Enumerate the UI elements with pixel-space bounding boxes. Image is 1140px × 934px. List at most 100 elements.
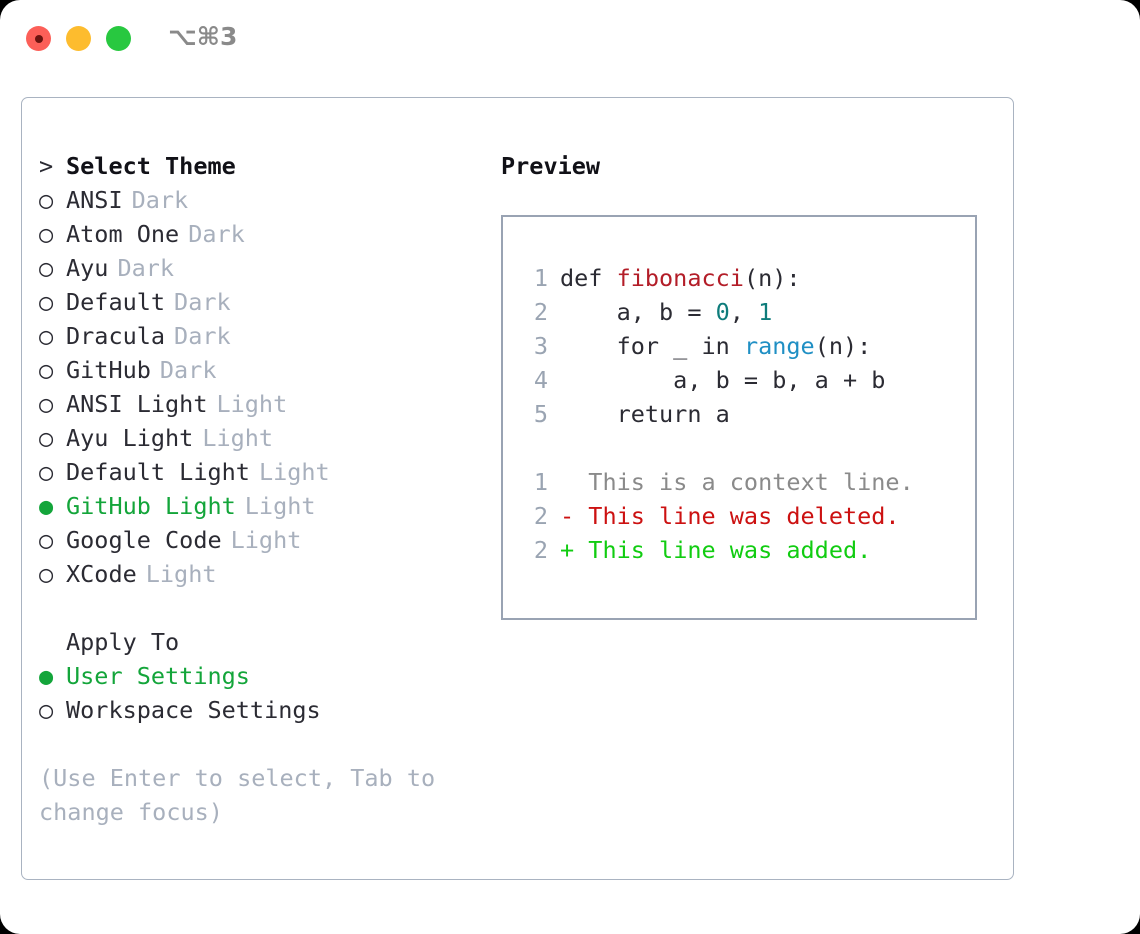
radio-unselected-icon[interactable]: ○ bbox=[39, 424, 54, 452]
code-line-content: def fibonacci(n): bbox=[560, 264, 801, 292]
code-line-number: 4 bbox=[533, 366, 548, 394]
diff-line-added: 2+ This line was added. bbox=[522, 533, 967, 567]
code-line-content: for _ in range(n): bbox=[560, 332, 872, 360]
code-token-num: 0 bbox=[715, 298, 730, 326]
theme-option-label: GitHub bbox=[66, 356, 151, 384]
preview-heading: Preview bbox=[501, 152, 601, 180]
theme-option-row[interactable]: ○ Default Dark bbox=[39, 285, 479, 319]
apply-to-title-row: Apply To bbox=[39, 625, 479, 659]
code-line: 4 a, b = b, a + b bbox=[522, 363, 967, 397]
radio-unselected-icon[interactable]: ○ bbox=[39, 254, 54, 282]
radio-unselected-icon[interactable]: ○ bbox=[39, 186, 54, 214]
apply-to-option-row[interactable]: ○ Workspace Settings bbox=[39, 693, 479, 727]
apply-to-option-label: User Settings bbox=[66, 662, 250, 690]
radio-selected-icon[interactable]: ● bbox=[39, 662, 54, 690]
theme-option-row[interactable]: ○ Google Code Light bbox=[39, 523, 479, 557]
theme-option-label: Dracula bbox=[66, 322, 166, 350]
code-line-content: a, b = b, a + b bbox=[560, 366, 885, 394]
radio-unselected-icon[interactable]: ○ bbox=[39, 458, 54, 486]
code-line-number: 1 bbox=[533, 264, 548, 292]
radio-unselected-icon[interactable]: ○ bbox=[39, 526, 54, 554]
code-line-content: a, b = 0, 1 bbox=[560, 298, 773, 326]
theme-option-label: Ayu bbox=[66, 254, 109, 282]
theme-variant-tag: Dark bbox=[174, 288, 231, 316]
theme-option-row[interactable]: ○ GitHub Dark bbox=[39, 353, 479, 387]
diff-line-deleted: 2- This line was deleted. bbox=[522, 499, 967, 533]
theme-variant-tag: Dark bbox=[174, 322, 231, 350]
code-line: 1 def fibonacci(n): bbox=[522, 261, 967, 295]
diff-line-text: This line was added. bbox=[574, 536, 872, 564]
theme-variant-tag: Light bbox=[230, 526, 302, 554]
theme-variant-tag: Light bbox=[202, 424, 274, 452]
title-bar: ⌥⌘3 bbox=[0, 0, 1140, 76]
code-line-number: 3 bbox=[533, 332, 548, 360]
traffic-light-controls bbox=[26, 26, 131, 51]
radio-unselected-icon[interactable]: ○ bbox=[39, 322, 54, 350]
theme-variant-tag: Light bbox=[244, 492, 316, 520]
code-token-plain: a, b = b, a + b bbox=[560, 366, 886, 394]
theme-option-label: XCode bbox=[66, 560, 137, 588]
theme-variant-tag: Dark bbox=[159, 356, 217, 384]
radio-unselected-icon[interactable]: ○ bbox=[39, 356, 54, 384]
apply-to-title-spacer bbox=[39, 625, 66, 659]
diff-line-number: 2 bbox=[533, 502, 548, 530]
radio-selected-icon[interactable]: ● bbox=[39, 492, 54, 520]
code-diff-separator bbox=[522, 431, 967, 465]
diff-line-content: - This line was deleted. bbox=[560, 502, 900, 530]
radio-unselected-icon[interactable]: ○ bbox=[39, 288, 54, 316]
code-token-plain: , bbox=[729, 298, 759, 326]
code-token-plain: (n): bbox=[814, 332, 872, 360]
code-token-fn: fibonacci bbox=[616, 264, 744, 292]
close-window-button[interactable] bbox=[26, 26, 51, 51]
zoom-window-button[interactable] bbox=[106, 26, 131, 51]
code-token-num: 1 bbox=[758, 298, 773, 326]
diff-line-text: This line was deleted. bbox=[574, 502, 900, 530]
code-line: 2 a, b = 0, 1 bbox=[522, 295, 967, 329]
diff-marker: + bbox=[560, 536, 575, 564]
code-line-number: 2 bbox=[533, 298, 548, 326]
apply-to-option-label: Workspace Settings bbox=[66, 696, 321, 724]
keyboard-shortcut-label: ⌥⌘3 bbox=[168, 22, 238, 51]
diff-block: 1 This is a context line.2- This line wa… bbox=[522, 465, 967, 567]
code-token-plain: a, b = bbox=[560, 298, 716, 326]
theme-option-row[interactable]: ○ Dracula Dark bbox=[39, 319, 479, 353]
prompt-caret-icon: > bbox=[39, 152, 54, 180]
theme-variant-tag: Light bbox=[145, 560, 217, 588]
code-token-plain: for _ in bbox=[560, 332, 744, 360]
theme-picker-title: Select Theme bbox=[66, 152, 236, 180]
radio-unselected-icon[interactable]: ○ bbox=[39, 696, 54, 724]
theme-option-label: Default bbox=[66, 288, 166, 316]
code-token-call: range bbox=[743, 332, 815, 360]
radio-unselected-icon[interactable]: ○ bbox=[39, 220, 54, 248]
theme-option-label: Google Code bbox=[66, 526, 222, 554]
list-group-spacer bbox=[39, 591, 479, 625]
apply-to-option-row[interactable]: ● User Settings bbox=[39, 659, 479, 693]
minimize-window-button[interactable] bbox=[66, 26, 91, 51]
apply-to-title: Apply To bbox=[66, 628, 180, 656]
radio-unselected-icon[interactable]: ○ bbox=[39, 560, 54, 588]
theme-option-label: ANSI bbox=[66, 186, 123, 214]
apply-to-group: Apply To ● User Settings ○ Workspace Setting… bbox=[39, 625, 479, 727]
diff-line-content: + This line was added. bbox=[560, 536, 871, 564]
code-token-plain: return a bbox=[560, 400, 730, 428]
theme-option-row[interactable]: ○ XCode Light bbox=[39, 557, 479, 591]
radio-unselected-icon[interactable]: ○ bbox=[39, 390, 54, 418]
diff-line-content: This is a context line. bbox=[560, 468, 913, 496]
theme-variant-tag: Light bbox=[258, 458, 330, 486]
diff-marker: - bbox=[560, 502, 575, 530]
theme-picker-title-row: > Select Theme bbox=[39, 149, 479, 183]
code-token-plain: def bbox=[560, 264, 617, 292]
